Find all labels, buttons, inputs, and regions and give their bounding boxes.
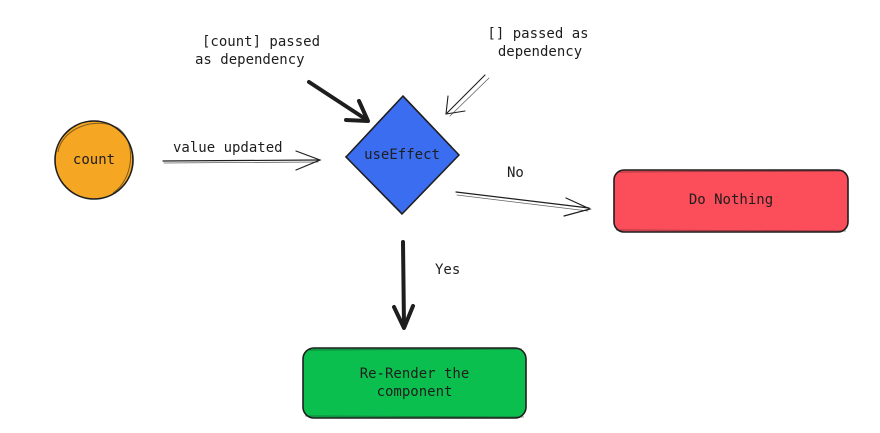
value-updated-label: value updated (173, 140, 283, 156)
do-nothing-node (613, 169, 849, 233)
do-nothing-label: Do Nothing (688, 192, 774, 208)
yes-arrow (392, 240, 415, 330)
yes-label: Yes (435, 262, 461, 278)
value-updated-arrowhead (295, 150, 322, 171)
re-render-node (302, 347, 527, 419)
use-effect-node (344, 95, 460, 215)
use-effect-diamond-sketch-stroke (344, 97, 458, 213)
count-label: count (72, 152, 116, 168)
empty-dependency-arrow (445, 74, 490, 117)
empty-dependency-arrow-shaft-sketch (449, 77, 490, 117)
value-updated-arrow (162, 150, 322, 171)
count-dependency-annotation-line1: [count] passed (202, 34, 321, 50)
empty-dependency-arrowhead (445, 95, 466, 115)
empty-dependency-arrow-shaft (446, 74, 486, 114)
empty-dependency-annotation-line2: dependency (497, 44, 583, 60)
no-arrow (455, 191, 592, 217)
value-updated-arrow-shaft-sketch (163, 161, 319, 164)
count-node (54, 120, 134, 200)
re-render-box-sketch-stroke (304, 348, 525, 418)
no-label: No (507, 165, 524, 181)
yes-arrowhead (392, 304, 415, 330)
do-nothing-box (613, 169, 849, 233)
count-dependency-arrow-shaft (307, 80, 369, 122)
no-arrow-shaft (455, 191, 590, 209)
yes-arrow-shaft (401, 240, 406, 328)
value-updated-arrow-shaft (162, 159, 320, 162)
re-render-label-line1: Re-Render the (359, 366, 470, 382)
count-circle (54, 120, 134, 200)
count-circle-sketch-stroke (57, 122, 131, 194)
empty-dependency-annotation-line1: [] passed as (487, 26, 589, 42)
do-nothing-box-sketch-stroke (615, 170, 847, 232)
count-dependency-arrow (307, 80, 370, 123)
no-arrowhead (563, 197, 592, 217)
use-effect-label: useEffect (364, 147, 440, 163)
re-render-box (302, 347, 527, 419)
count-dependency-arrowhead (344, 99, 370, 123)
re-render-label-line2: component (376, 384, 453, 400)
no-arrow-shaft-sketch (456, 194, 589, 212)
count-dependency-annotation-line2: as dependency (195, 52, 305, 68)
